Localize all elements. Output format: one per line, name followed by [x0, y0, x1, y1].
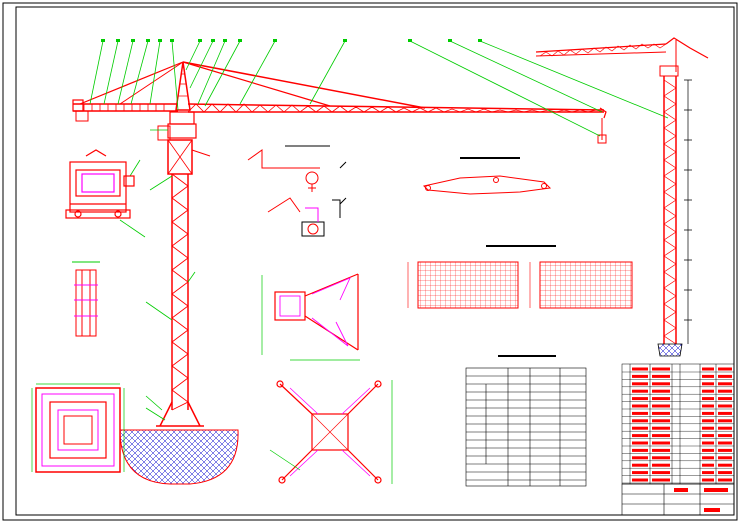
bom-cell-mark: [652, 367, 670, 371]
bom-cell-mark: [702, 441, 714, 445]
bom-cell-mark: [632, 397, 648, 401]
bom-cell-mark: [702, 463, 714, 467]
base-plan: [31, 383, 125, 473]
bom-cell-mark: [652, 419, 670, 423]
bom-cell-mark: [702, 456, 714, 460]
bom-cell-mark: [718, 463, 732, 467]
bom-cell-mark: [632, 426, 648, 430]
leader-lines-top: [89, 40, 669, 421]
bom-cell-mark: [718, 374, 732, 378]
bom-cell-mark: [718, 389, 732, 393]
bom-cell-mark: [718, 434, 732, 438]
bom-cell-mark: [652, 397, 670, 401]
bom-cell-mark: [718, 411, 732, 415]
bom-cell-mark: [652, 478, 670, 482]
title-block: [621, 483, 735, 516]
bom-cell-mark: [718, 397, 732, 401]
bom-cell-mark: [718, 471, 732, 475]
bom-cell-mark: [718, 448, 732, 452]
bom-cell-mark: [718, 456, 732, 460]
bom-cell-mark: [632, 448, 648, 452]
bom-cell-mark: [652, 463, 670, 467]
bom-cell-mark: [632, 419, 648, 423]
bom-cell-mark: [702, 397, 714, 401]
elevation-main-crane: [72, 61, 607, 427]
load-chart-right: [529, 261, 633, 309]
bill-of-materials-rows: [622, 367, 734, 484]
leader-markers: [101, 39, 482, 42]
bracket-detail: [423, 157, 552, 195]
bom-cell-mark: [652, 382, 670, 386]
bom-cell-mark: [652, 441, 670, 445]
small-crane-foundation: [657, 343, 683, 357]
bom-cell-mark: [652, 404, 670, 408]
bom-cell-mark: [702, 448, 714, 452]
bom-cell-mark: [702, 382, 714, 386]
bom-cell-mark: [632, 404, 648, 408]
bom-cell-mark: [632, 389, 648, 393]
bom-cell-mark: [702, 419, 714, 423]
bom-cell-mark: [632, 434, 648, 438]
bom-cell-mark: [652, 374, 670, 378]
bom-cell-mark: [652, 411, 670, 415]
bom-cell-mark: [632, 478, 648, 482]
bom-cell-mark: [632, 463, 648, 467]
load-chart-left: [407, 261, 519, 309]
mast-section-detail: [72, 261, 100, 337]
bom-cell-mark: [702, 426, 714, 430]
bom-cell-mark: [702, 471, 714, 475]
parameter-table: [465, 355, 587, 487]
bom-cell-mark: [652, 434, 670, 438]
bom-cell-mark: [718, 426, 732, 430]
bom-cell-mark: [718, 404, 732, 408]
foundation-ground: [119, 429, 239, 485]
title-block-mark-3: [674, 488, 688, 492]
bom-cell-mark: [702, 434, 714, 438]
bom-cell-mark: [652, 456, 670, 460]
title-block-mark-2: [704, 508, 720, 512]
bom-cell-mark: [702, 478, 714, 482]
bom-cell-mark: [632, 441, 648, 445]
bom-cell-mark: [718, 441, 732, 445]
bom-cell-mark: [702, 367, 714, 371]
bom-cell-mark: [652, 389, 670, 393]
title-block-mark-1: [704, 488, 728, 492]
bom-cell-mark: [632, 374, 648, 378]
cab-front-view: [65, 149, 135, 219]
bom-cell-mark: [718, 478, 732, 482]
foundation-cross-plan: [269, 380, 393, 484]
bom-cell-mark: [652, 426, 670, 430]
bom-cell-mark: [702, 411, 714, 415]
elevation-crane-small: [535, 37, 709, 345]
bom-cell-mark: [632, 411, 648, 415]
bom-cell-mark: [702, 374, 714, 378]
drawing-frame-inner: [15, 6, 735, 516]
hook-sheave-detail: [247, 145, 347, 237]
bom-cell-mark: [718, 419, 732, 423]
bom-cell-mark: [632, 471, 648, 475]
bom-cell-mark: [632, 367, 648, 371]
bom-cell-mark: [718, 367, 732, 371]
bom-cell-mark: [632, 456, 648, 460]
bom-cell-mark: [702, 389, 714, 393]
bom-cell-mark: [632, 382, 648, 386]
bom-cell-mark: [652, 471, 670, 475]
drawing-frame-outer: [2, 2, 738, 521]
bom-cell-mark: [702, 404, 714, 408]
bom-cell-mark: [652, 448, 670, 452]
bom-cell-mark: [718, 382, 732, 386]
tie-frame-plan: [261, 273, 360, 361]
